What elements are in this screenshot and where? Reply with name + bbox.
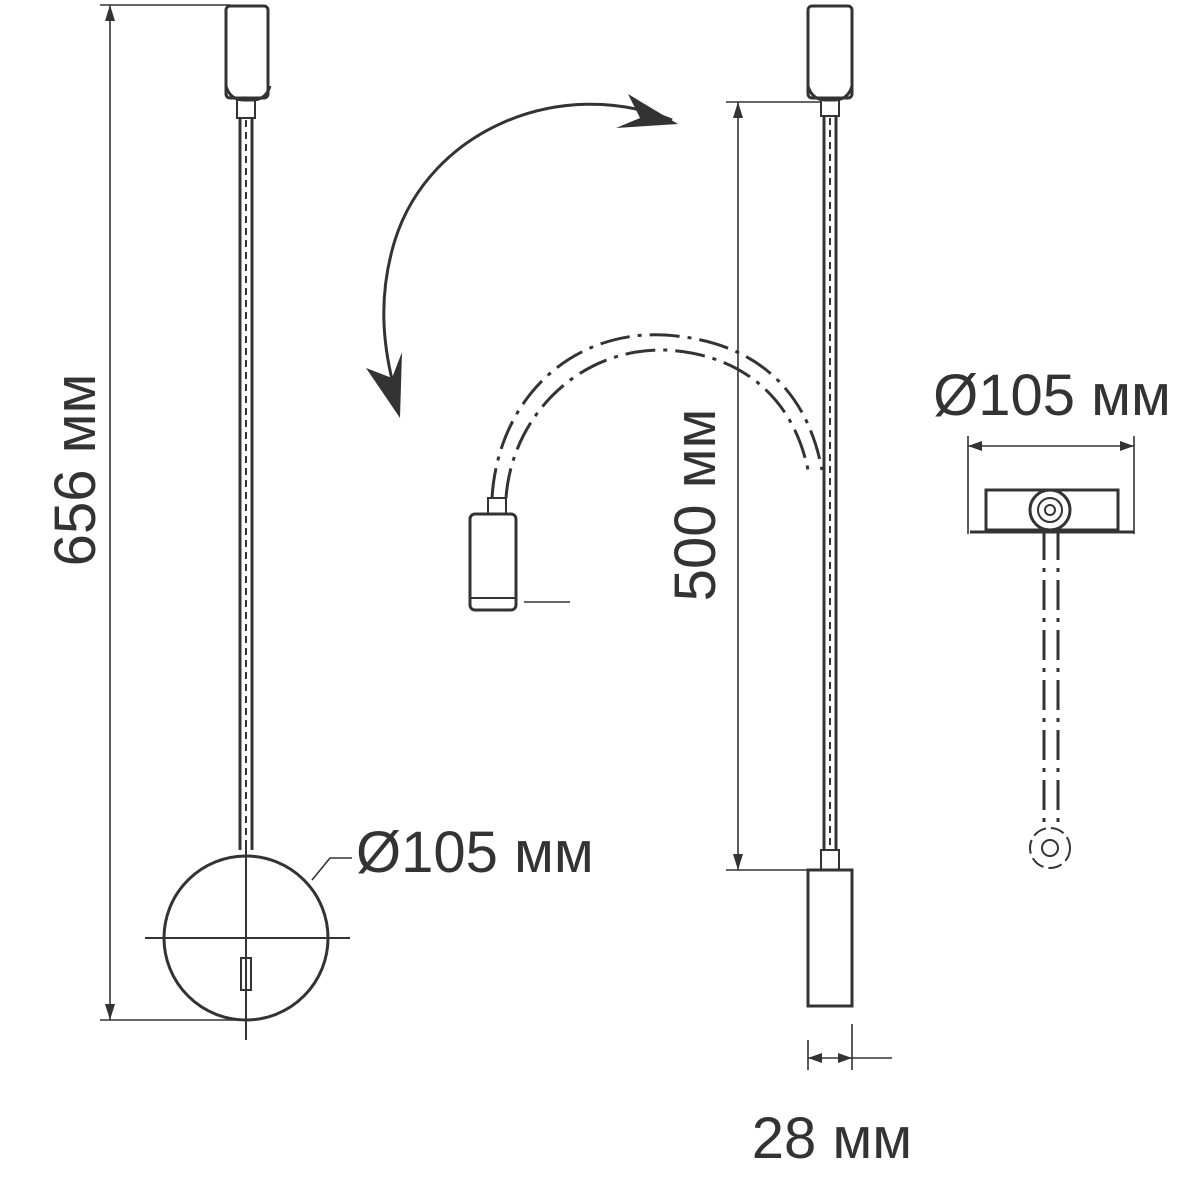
base-diameter-dimension: Ø105 мм [311,820,594,885]
side-view: 500 мм 28 мм [663,4,912,1171]
bend-arrow [366,94,678,418]
base-diameter-label: Ø105 мм [356,820,594,885]
total-height-dimension: 656 мм [43,4,240,1021]
total-height-label: 656 мм [43,374,108,567]
flex-arm-side [822,116,838,850]
wall-mount-top [806,4,854,100]
head-width-label: 28 мм [752,1106,912,1171]
bent-position-ghost [468,333,824,612]
lamp-head-bent [468,512,518,612]
flex-length-label: 500 мм [663,409,728,602]
flex-length-dimension: 500 мм [663,101,822,871]
lamp-head-side [806,868,854,1008]
lamp-head-top [224,4,270,100]
round-base [145,840,350,1040]
head-width-dimension: 28 мм [752,1024,912,1171]
top-view-diameter-label: Ø105 мм [933,363,1171,428]
top-view: Ø105 мм [933,363,1171,869]
front-view: 656 мм Ø105 мм [43,4,594,1040]
flex-arm-front [238,118,254,850]
